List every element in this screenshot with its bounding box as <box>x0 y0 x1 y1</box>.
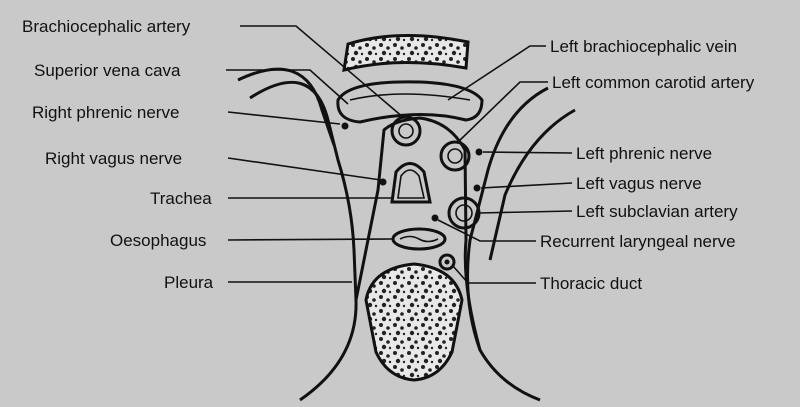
left-phrenic-nerve-dot <box>475 148 483 156</box>
mediastinum-boundary <box>354 116 482 351</box>
brachiocephalic-vein <box>336 80 484 124</box>
leader-left-brachiocephalic-vein <box>447 45 546 101</box>
label-right-vagus-nerve: Right vagus nerve <box>45 149 182 168</box>
label-trachea: Trachea <box>150 189 212 208</box>
vertebral-body <box>364 262 464 382</box>
label-thoracic-duct: Thoracic duct <box>540 274 642 293</box>
leader-right-vagus-nerve <box>227 157 382 181</box>
leader-right-phrenic-nerve <box>227 111 341 125</box>
pleura-right-outer <box>249 80 358 402</box>
pleura-right-inner <box>237 67 336 146</box>
sternum <box>342 34 470 73</box>
label-left-phrenic-nerve: Left phrenic nerve <box>576 144 712 163</box>
label-left-common-carotid-artery: Left common carotid artery <box>552 73 755 92</box>
label-brachiocephalic-artery: Brachiocephalic artery <box>22 17 191 36</box>
pleura-left-outer <box>466 86 549 402</box>
label-oesophagus: Oesophagus <box>110 231 206 250</box>
leader-left-phrenic-nerve <box>482 151 573 154</box>
leader-left-subclavian <box>478 210 573 214</box>
right-phrenic-nerve-dot <box>341 122 349 130</box>
leader-left-common-carotid <box>457 81 548 143</box>
left-subclavian-artery <box>447 196 481 230</box>
right-vagus-nerve-dot <box>379 178 387 186</box>
label-left-brachiocephalic-vein: Left brachiocephalic vein <box>550 37 737 56</box>
pleura-left-inner <box>488 108 576 261</box>
leader-thoracic-duct <box>452 265 536 284</box>
label-recurrent-laryngeal-nerve: Recurrent laryngeal nerve <box>540 232 736 251</box>
leader-superior-vena-cava <box>226 69 349 105</box>
trachea <box>390 162 432 204</box>
brachiocephalic-vein-inner <box>349 93 471 101</box>
thoracic-duct <box>438 253 456 271</box>
label-pleura: Pleura <box>164 273 214 292</box>
label-superior-vena-cava: Superior vena cava <box>34 61 181 80</box>
leader-recurrent-laryngeal <box>437 219 536 242</box>
label-left-vagus-nerve: Left vagus nerve <box>576 174 702 193</box>
left-vagus-nerve-dot <box>473 184 481 192</box>
label-left-subclavian-artery: Left subclavian artery <box>576 202 738 221</box>
left-common-carotid-artery <box>439 140 471 172</box>
leader-oesophagus <box>227 238 394 241</box>
leader-brachiocephalic-artery <box>240 25 405 119</box>
label-right-phrenic-nerve: Right phrenic nerve <box>32 103 179 122</box>
leader-left-vagus-nerve <box>480 182 573 189</box>
brachiocephalic-artery <box>390 115 422 147</box>
recurrent-laryngeal-nerve-dot <box>431 214 439 222</box>
